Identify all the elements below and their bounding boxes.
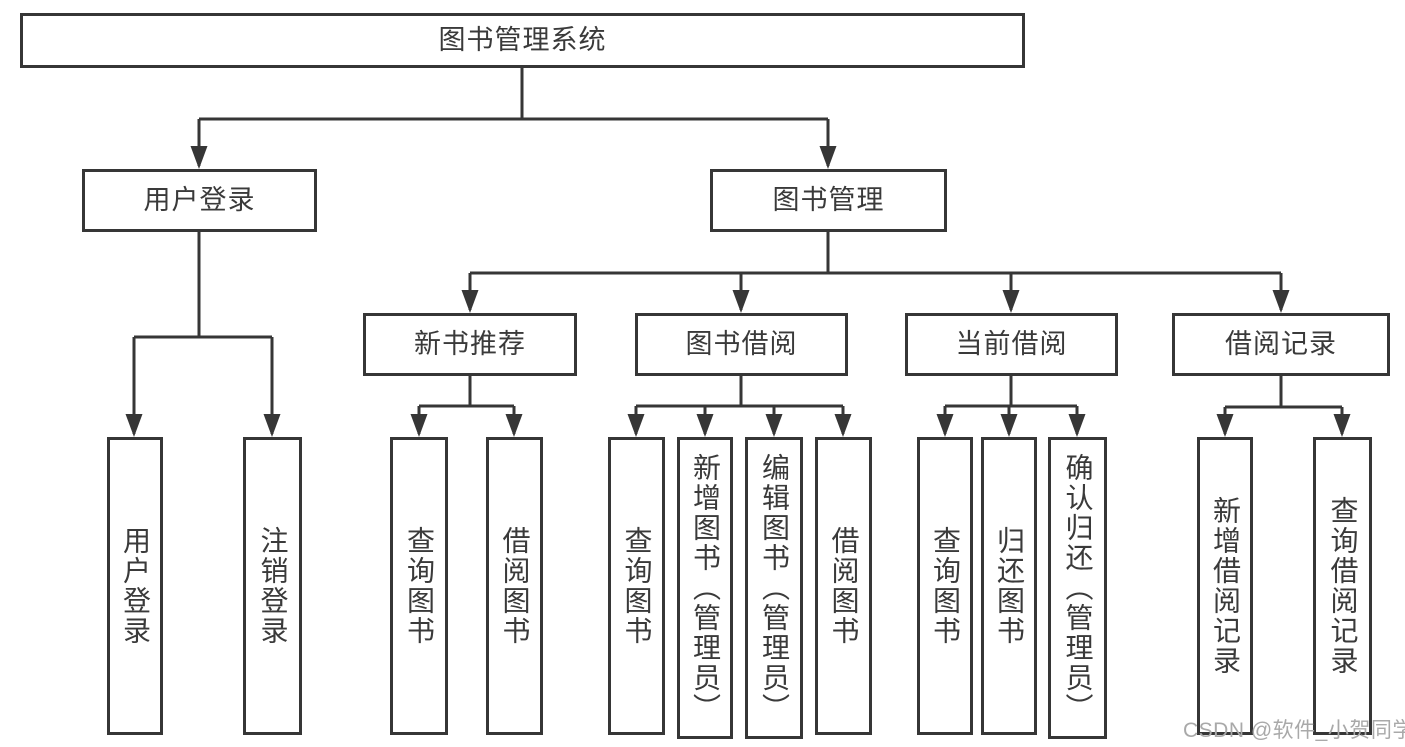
leaf-user-login: 用户登录	[107, 437, 163, 735]
leaf-borrow-books: 借阅图书	[815, 437, 872, 735]
csdn-watermark: CSDN @软件_小贺同学	[1183, 719, 1405, 742]
node-library-management-system: 图书管理系统	[20, 13, 1025, 68]
leaf-query-borrow-record: 查询借阅记录	[1313, 437, 1372, 735]
leaf-edit-book-admin: 编辑图书（管理员）	[745, 437, 803, 739]
leaf-confirm-return-admin: 确认归还（管理员）	[1048, 437, 1107, 739]
leaf-query-books-current: 查询图书	[917, 437, 973, 735]
node-user-login: 用户登录	[82, 169, 317, 232]
leaf-query-books-recommend: 查询图书	[390, 437, 448, 735]
leaf-add-borrow-record: 新增借阅记录	[1197, 437, 1253, 735]
leaf-add-book-admin: 新增图书（管理员）	[677, 437, 733, 739]
node-current-borrow: 当前借阅	[905, 313, 1118, 376]
leaf-query-books-borrow: 查询图书	[608, 437, 665, 735]
leaf-borrow-books-recommend: 借阅图书	[486, 437, 543, 735]
node-book-management: 图书管理	[710, 169, 947, 232]
leaf-return-book: 归还图书	[981, 437, 1037, 735]
node-book-borrow: 图书借阅	[635, 313, 848, 376]
arrowheads	[125, 146, 1351, 437]
node-new-book-recommend: 新书推荐	[363, 313, 577, 376]
node-borrow-records: 借阅记录	[1172, 313, 1390, 376]
leaf-logout: 注销登录	[243, 437, 302, 735]
